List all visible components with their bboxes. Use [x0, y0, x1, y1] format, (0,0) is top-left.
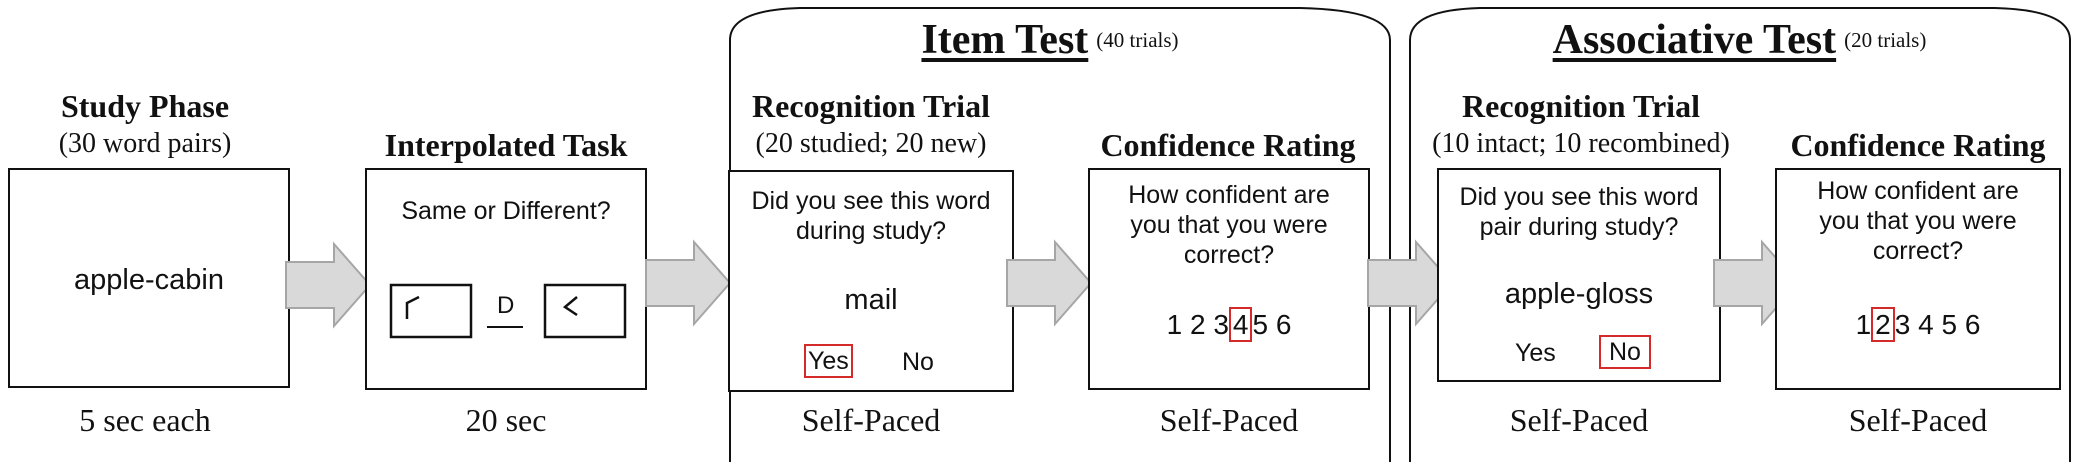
same-different-answer: D [497, 292, 515, 319]
assoc-test-bracket [1409, 7, 2071, 462]
assoc-recognition-word-pair: apple-gloss [1504, 278, 1654, 310]
arrow-right-icon [1006, 239, 1093, 327]
item-confidence-screen: How confident are you that you were corr… [1088, 168, 1370, 390]
arrow-right-icon [645, 239, 732, 327]
assoc-confidence-prompt-line2: you that you were [1819, 207, 2017, 235]
item-confidence-caption: Self-Paced [1159, 402, 1299, 438]
scale-option-6[interactable]: 6 [1964, 309, 1981, 340]
assoc-recognition-prompt-line2: pair during study? [1479, 213, 1679, 241]
answer-line [487, 326, 523, 328]
assoc-test-title-group: Associative Test (20 trials) [1395, 16, 2084, 64]
item-recognition-heading: Recognition Trial [752, 88, 990, 124]
scale-option-4-selected[interactable]: 4 [1228, 307, 1253, 342]
scale-option-1[interactable]: 1 [1855, 309, 1872, 340]
assoc-no-option[interactable]: No [1599, 335, 1651, 369]
scale-option-3[interactable]: 3 [1213, 309, 1229, 340]
assoc-confidence-heading: Confidence Rating [1790, 127, 2046, 163]
assoc-recognition-caption: Self-Paced [1509, 402, 1649, 438]
assoc-recognition-subheading: (10 intact; 10 recombined) [1432, 128, 1730, 159]
item-recognition-subheading: (20 studied; 20 new) [755, 128, 987, 159]
shape-stimulus-right-icon [543, 283, 627, 339]
scale-option-1[interactable]: 1 [1166, 309, 1183, 340]
item-confidence-prompt-line2: you that you were [1130, 211, 1328, 239]
item-yes-option[interactable]: Yes [804, 344, 853, 378]
assoc-recognition-prompt-line1: Did you see this word [1459, 183, 1699, 211]
assoc-test-trials: (20 trials) [1844, 27, 1927, 52]
item-recognition-screen: Did you see this word during study? mail… [728, 170, 1014, 392]
interpolated-heading: Interpolated Task [384, 127, 628, 163]
item-test-title: Item Test [921, 17, 1089, 63]
assoc-confidence-prompt-line3: correct? [1872, 237, 1964, 265]
study-subheading: (30 word pairs) [58, 128, 232, 159]
shape-stimulus-left-icon [389, 283, 473, 339]
item-recognition-prompt-line1: Did you see this word [751, 187, 991, 215]
arrow-right-icon [1367, 239, 1454, 327]
item-test-trials: (40 trials) [1096, 27, 1179, 52]
interpolated-caption: 20 sec [465, 402, 547, 438]
assoc-recognition-heading: Recognition Trial [1462, 88, 1700, 124]
scale-option-6[interactable]: 6 [1275, 309, 1292, 340]
assoc-test-title: Associative Test [1552, 17, 1837, 63]
item-test-title-group: Item Test (40 trials) [700, 16, 1400, 64]
scale-option-3[interactable]: 3 [1894, 309, 1911, 340]
item-confidence-prompt-line1: How confident are [1128, 181, 1330, 209]
item-no-option[interactable]: No [902, 348, 934, 376]
scale-option-5[interactable]: 5 [1252, 309, 1269, 340]
study-heading: Study Phase [60, 88, 230, 124]
item-recognition-prompt-line2: during study? [795, 217, 947, 245]
arrow-right-icon [285, 241, 372, 329]
item-recognition-word: mail [844, 284, 898, 316]
assoc-confidence-screen: How confident are you that you were corr… [1775, 168, 2061, 390]
study-word-pair: apple-cabin [74, 264, 224, 296]
item-test-bracket [729, 7, 1391, 462]
assoc-recognition-screen: Did you see this word pair during study?… [1437, 168, 1721, 382]
study-caption: 5 sec each [79, 402, 211, 438]
assoc-confidence-caption: Self-Paced [1848, 402, 1988, 438]
interpolated-screen: Same or Different? D [365, 168, 647, 390]
scale-option-2[interactable]: 2 [1189, 309, 1206, 340]
scale-option-5[interactable]: 5 [1941, 309, 1958, 340]
item-confidence-prompt-line3: correct? [1183, 241, 1275, 269]
scale-option-2-selected[interactable]: 2 [1871, 307, 1895, 342]
assoc-confidence-prompt-line1: How confident are [1817, 177, 2019, 205]
interpolated-prompt: Same or Different? [401, 197, 611, 225]
scale-option-4[interactable]: 4 [1918, 309, 1934, 340]
assoc-yes-option[interactable]: Yes [1515, 339, 1556, 367]
study-screen: apple-cabin [8, 168, 290, 388]
item-recognition-caption: Self-Paced [801, 402, 941, 438]
item-confidence-heading: Confidence Rating [1100, 127, 1356, 163]
